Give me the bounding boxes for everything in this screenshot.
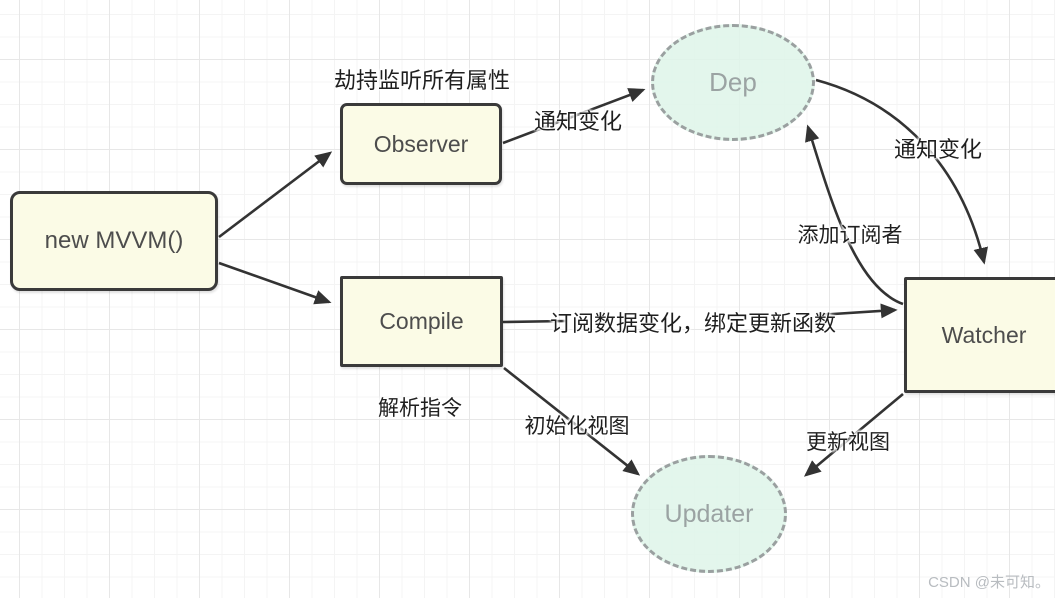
- node-watcher-label: Watcher: [941, 321, 1027, 348]
- node-observer: Observer: [340, 103, 502, 185]
- arrow-watcher-to-updater: [803, 393, 904, 477]
- edge-label-subscribe-bind: 订阅数据变化，绑定更新函数: [549, 311, 837, 336]
- watermark-text: CSDN @未可知。: [928, 574, 1050, 591]
- edge-label-hijack-properties: 劫持监听所有属性: [333, 68, 511, 93]
- edge-label-notify-change-left: 通知变化: [533, 109, 623, 134]
- arrow-compile-to-watcher-seg2: [817, 303, 898, 319]
- node-updater-label: Updater: [664, 499, 754, 528]
- node-new-mvvm: new MVVM(): [10, 191, 218, 291]
- edge-label-update-view: 更新视图: [806, 431, 890, 454]
- edge-label-add-subscriber: 添加订阅者: [797, 224, 903, 247]
- node-watcher: Watcher: [904, 277, 1055, 393]
- node-dep-label: Dep: [709, 67, 757, 97]
- node-updater: Updater: [631, 455, 787, 573]
- arrow-mvvm-to-compile: [218, 261, 332, 305]
- edge-label-init-view: 初始化视图: [524, 415, 630, 438]
- arrow-watcher-to-dep-curve: [805, 124, 904, 306]
- node-compile: Compile: [340, 276, 503, 367]
- node-observer-label: Observer: [373, 130, 469, 157]
- edge-label-parse-directives: 解析指令: [378, 397, 462, 420]
- arrow-compile-to-updater: [503, 366, 641, 476]
- arrow-compile-to-watcher-seg1: [502, 319, 567, 324]
- arrow-dep-to-watcher-curve: [815, 78, 989, 265]
- edge-label-notify-change-right: 通知变化: [893, 137, 983, 162]
- node-compile-label: Compile: [379, 308, 464, 334]
- arrow-mvvm-to-observer: [218, 151, 333, 239]
- arrow-observer-to-dep: [502, 88, 646, 145]
- node-dep: Dep: [651, 24, 815, 141]
- node-new-mvvm-label: new MVVM(): [44, 227, 184, 254]
